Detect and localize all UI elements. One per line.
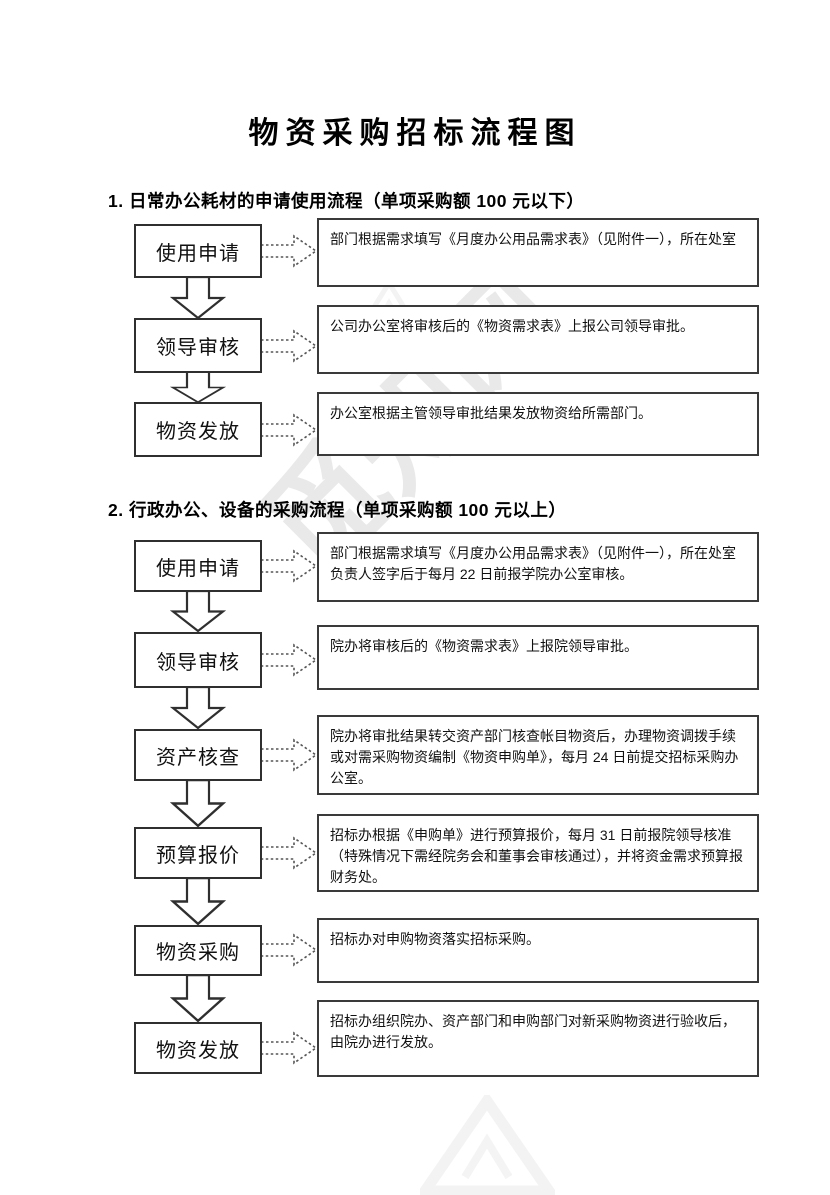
step-desc-box: 部门根据需求填写《月度办公用品需求表》（见附件一），所在处室负责人签字后于每月 … — [317, 532, 759, 602]
step-box-s1-use-apply: 使用申请 — [134, 224, 262, 278]
step-label: 使用申请 — [156, 242, 240, 265]
step-desc-box: 办公室根据主管领导审批结果发放物资给所需部门。 — [317, 392, 759, 456]
step-box-s1-leader-review: 领导审核 — [134, 318, 262, 373]
step-desc: 院办将审批结果转交资产部门核查帐目物资后，办理物资调拨手续或对需采购物资编制《物… — [330, 728, 739, 786]
step-label: 资产核查 — [156, 746, 240, 769]
dotted-right-arrow-icon — [260, 933, 318, 967]
step-desc-box: 院办将审核后的《物资需求表》上报院领导审批。 — [317, 625, 759, 690]
step-box-s2-budget-quote: 预算报价 — [134, 827, 262, 879]
down-arrow-icon — [169, 687, 227, 729]
dotted-right-arrow-icon — [260, 836, 318, 870]
step-label: 领导审核 — [156, 651, 240, 674]
down-arrow-icon — [169, 975, 227, 1022]
step-desc-box: 招标办根据《申购单》进行预算报价，每月 31 日前报院领导核准（特殊情况下需经院… — [317, 814, 759, 892]
dotted-right-arrow-icon — [260, 413, 318, 447]
dotted-right-arrow-icon — [260, 549, 318, 583]
dotted-right-arrow-icon — [260, 738, 318, 772]
step-desc: 招标办根据《申购单》进行预算报价，每月 31 日前报院领导核准（特殊情况下需经院… — [330, 827, 743, 885]
step-desc: 招标办对申购物资落实招标采购。 — [330, 931, 540, 947]
step-label: 物资发放 — [156, 1039, 240, 1062]
step-desc-box: 招标办组织院办、资产部门和申购部门对新采购物资进行验收后，由院办进行发放。 — [317, 1000, 759, 1077]
step-desc-box: 院办将审批结果转交资产部门核查帐目物资后，办理物资调拨手续或对需采购物资编制《物… — [317, 715, 759, 795]
step-label: 预算报价 — [156, 844, 240, 867]
step-desc: 办公室根据主管领导审批结果发放物资给所需部门。 — [330, 405, 652, 421]
down-arrow-icon — [169, 878, 227, 925]
step-desc-box: 招标办对申购物资落实招标采购。 — [317, 918, 759, 983]
section-1-heading: 1. 日常办公耗材的申请使用流程（单项采购额 100 元以下） — [108, 191, 585, 211]
step-desc: 招标办组织院办、资产部门和申购部门对新采购物资进行验收后，由院办进行发放。 — [330, 1013, 736, 1050]
page-title: 物资采购招标流程图 — [248, 117, 582, 150]
section-2-heading: 2. 行政办公、设备的采购流程（单项采购额 100 元以上） — [108, 500, 567, 520]
dotted-right-arrow-icon — [260, 329, 318, 363]
step-desc: 部门根据需求填写《月度办公用品需求表》（见附件一），所在处室负责人签字后于每月 … — [330, 545, 736, 582]
step-label: 使用申请 — [156, 557, 240, 580]
down-arrow-icon — [169, 591, 227, 632]
step-desc: 公司办公室将审核后的《物资需求表》上报公司领导审批。 — [330, 318, 694, 334]
step-box-s1-material-issue: 物资发放 — [134, 402, 262, 457]
dotted-right-arrow-icon — [260, 234, 318, 268]
step-label: 物资发放 — [156, 421, 240, 443]
dotted-right-arrow-icon — [260, 643, 318, 677]
step-desc: 部门根据需求填写《月度办公用品需求表》（见附件一），所在处室 — [330, 231, 736, 247]
step-desc-box: 部门根据需求填写《月度办公用品需求表》（见附件一），所在处室 — [317, 218, 759, 287]
step-desc-box: 公司办公室将审核后的《物资需求表》上报公司领导审批。 — [317, 305, 759, 374]
down-arrow-icon — [169, 372, 227, 403]
step-box-s2-material-issue: 物资发放 — [134, 1022, 262, 1074]
dotted-right-arrow-icon — [260, 1031, 318, 1065]
down-arrow-icon — [169, 277, 227, 319]
step-box-s2-use-apply: 使用申请 — [134, 540, 262, 592]
step-label: 领导审核 — [156, 337, 240, 359]
down-arrow-icon — [169, 780, 227, 827]
watermark-logo-icon — [420, 1095, 555, 1195]
step-label: 物资采购 — [156, 942, 240, 964]
step-desc: 院办将审核后的《物资需求表》上报院领导审批。 — [330, 638, 638, 654]
step-box-s2-material-purchase: 物资采购 — [134, 925, 262, 976]
step-box-s2-leader-review: 领导审核 — [134, 632, 262, 688]
step-box-s2-asset-check: 资产核查 — [134, 729, 262, 781]
